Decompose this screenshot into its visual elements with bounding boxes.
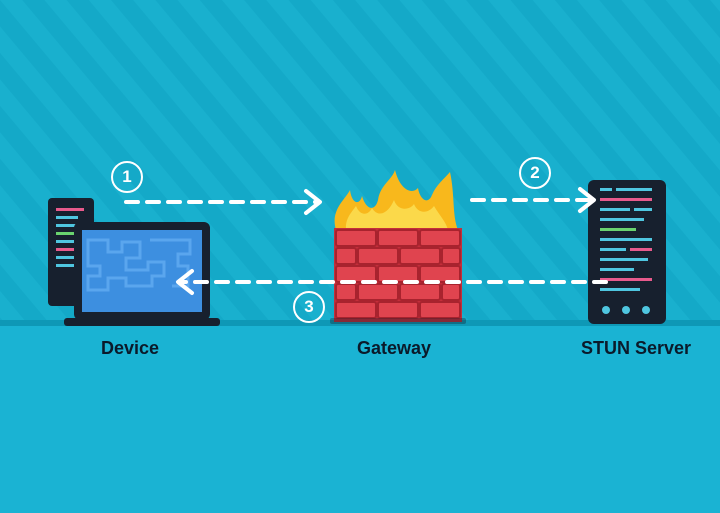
- device-icon: [48, 198, 220, 326]
- step-badge-1: 1: [111, 161, 143, 193]
- arrow-step-3: [176, 269, 608, 295]
- floor-edge: [0, 320, 720, 326]
- gateway-firewall-icon: [330, 170, 466, 324]
- step-badge-2: 2: [519, 157, 551, 189]
- arrow-step-2: [470, 187, 596, 213]
- step-badge-3: 3: [293, 291, 325, 323]
- stun-server-icon: [588, 180, 666, 324]
- device-label: Device: [100, 338, 160, 358]
- stun-server-label: STUN Server: [580, 338, 692, 358]
- gateway-label: Gateway: [356, 338, 432, 358]
- arrow-step-1: [124, 189, 322, 215]
- floor: [0, 322, 720, 513]
